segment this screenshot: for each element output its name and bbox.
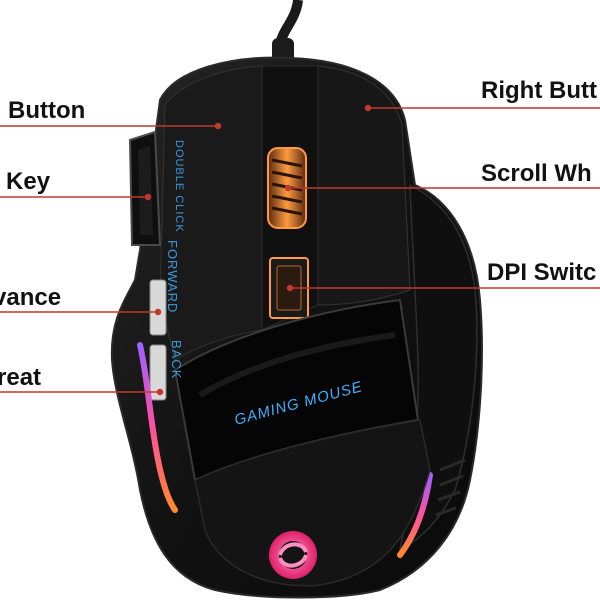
leader-right-button-dot <box>364 104 372 112</box>
forward-key[interactable] <box>149 279 167 336</box>
callout-scroll-wheel: Scroll Wh <box>481 160 592 187</box>
swirl-logo-icon <box>269 531 317 579</box>
callout-advance: vance <box>0 284 62 311</box>
leader-advance-dot <box>154 308 162 316</box>
callout-retreat: reat <box>0 364 42 391</box>
print-double-click: DOUBLE CLICK <box>173 140 185 233</box>
leader-dpi-dot <box>286 284 294 292</box>
leader-retreat-dot <box>156 388 164 396</box>
leader-double-key-dot <box>144 193 152 201</box>
back-key[interactable] <box>149 344 167 401</box>
callout-right-button: Right Butt <box>481 77 597 104</box>
right-grip-grooves <box>435 458 466 517</box>
leader-left-button-dot <box>214 122 222 130</box>
leader-lines <box>0 104 600 396</box>
palm-window-sheen <box>198 332 396 398</box>
print-forward: FORWARD <box>165 240 180 313</box>
right-button-panel <box>317 65 411 306</box>
callout-dpi-switch: DPI Switc <box>487 259 597 286</box>
leader-scroll-dot <box>284 184 292 192</box>
callout-double-click-key: e Key <box>0 168 51 195</box>
callout-left-button: Button <box>8 97 86 124</box>
print-back: BACK <box>169 340 184 379</box>
right-glow-strip <box>397 472 433 558</box>
side-glow-strip <box>137 342 178 513</box>
double-click-key-inner <box>138 146 153 235</box>
rear-palm <box>194 419 431 587</box>
